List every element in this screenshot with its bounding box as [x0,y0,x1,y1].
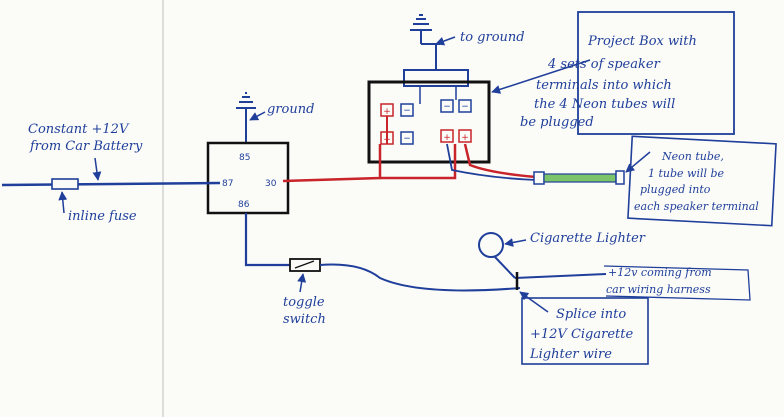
toggle-switch-arrow [297,273,307,293]
cigarette-lighter [478,232,504,258]
neon-tube [543,173,617,183]
neon-tube-plug [533,171,545,185]
neon-callout-line-2: 1 tube will be [648,167,725,180]
cig-lighter-arrow [504,238,527,247]
relay-ground-symbol [236,92,256,143]
splice-label-3: Lighter wire [529,347,612,362]
harness-label-box [603,265,751,301]
svg-text:−: − [461,102,469,112]
svg-text:+: + [383,107,391,117]
to-ground-label: to ground [460,30,525,45]
red-wire-neon-feed [463,143,537,179]
project-box-callout [577,11,735,135]
svg-text:−: − [443,102,451,112]
harness-wire [514,273,607,279]
neon-callout-line-1: Neon tube, [661,150,724,163]
neon-callout-line-4: each speaker terminal [634,200,759,213]
project-callout-line-3: terminals into which [536,78,672,93]
project-box-callout-arrow [491,59,591,94]
neon-callout [627,135,777,227]
terminal-1-negative [400,103,414,117]
harness-label-1: +12v coming from [608,266,712,279]
switch-to-splice-wire [319,263,521,292]
splice-callout [521,297,649,365]
cigarette-lighter-label: Cigarette Lighter [530,231,646,246]
toggle-label-1: toggle [283,295,325,310]
terminal-3-negative [400,131,414,145]
relay-pin-85: 85 [239,153,250,163]
project-box-ground-symbol [410,14,440,45]
neon-callout-arrow [625,151,651,173]
ground-label-arrow [249,111,266,121]
constant-12v-label-1: Constant +12V [28,122,130,137]
project-callout-line-4: the 4 Neon tubes will [534,97,675,112]
red-wire-to-neon [380,144,457,180]
constant-12v-label-2: from Car Battery [29,139,143,154]
inline-fuse-arrow [58,191,68,214]
ground-bus-box [403,69,469,87]
speaker-terminals: + − − − + − + + [380,99,472,145]
to-ground-arrow [435,36,456,46]
terminal-2-negative-b [458,99,472,113]
neon-callout-line-3: plugged into [640,183,711,196]
relay-pin-86: 86 [238,200,250,210]
neon-tube-end [615,170,625,185]
splice-callout-arrow [519,291,549,313]
terminal-4-positive-b [458,129,472,143]
terminal-2-negative [440,99,454,113]
inline-fuse [51,178,79,190]
constant-12v-arrow [92,157,102,181]
relay-pin86-wire [244,213,290,267]
inline-fuse-label: inline fuse [68,209,137,224]
svg-text:−: − [403,134,411,144]
splice-label-2: +12V Cigarette [530,327,633,342]
relay-pin-30: 30 [265,179,277,189]
toggle-label-2: switch [283,312,326,327]
project-callout-line-5: be plugged [520,115,594,130]
battery-feed-wire [1,181,221,187]
blue-wire-neon-return [446,143,537,181]
terminal-4-positive [440,129,454,143]
svg-text:−: − [403,106,411,116]
relay [206,141,290,215]
svg-text:+: + [443,133,451,143]
project-box [367,80,491,164]
relay-output-red-wire [282,144,382,183]
svg-text:+: + [461,133,469,143]
harness-label-2: car wiring harness [606,283,711,296]
project-callout-line-1: Project Box with [587,34,697,49]
splice-label-1: Splice into [556,307,626,322]
project-callout-line-2: 4 sets of speaker [547,57,661,72]
ground-label: ground [267,102,314,117]
relay-pin-87: 87 [222,179,233,189]
